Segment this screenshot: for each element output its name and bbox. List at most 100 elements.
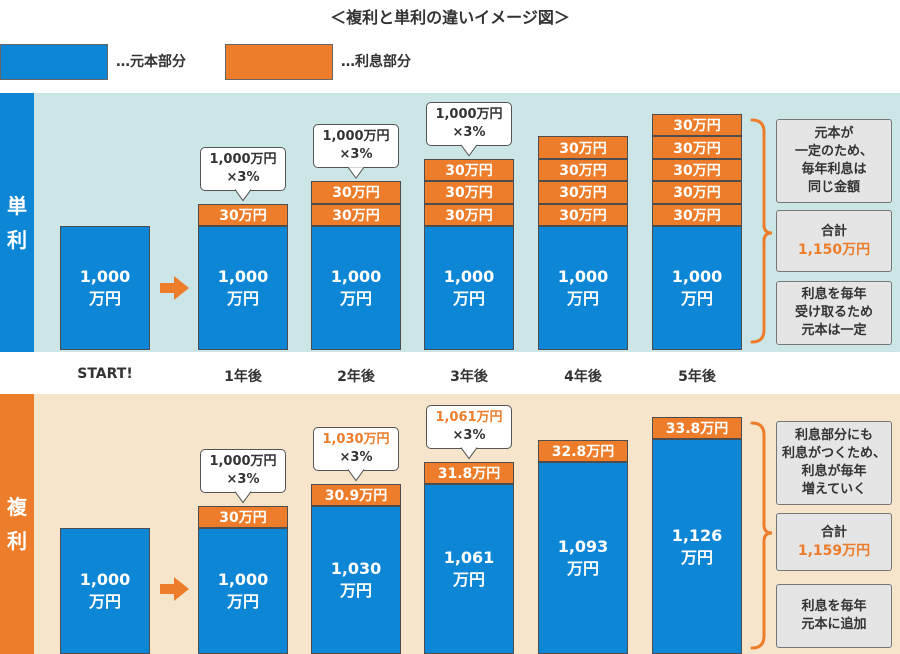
interest-block-label: 33.8万円 (665, 420, 729, 437)
interest-block-label: 30万円 (332, 185, 380, 202)
note-line: 合計 (820, 224, 847, 239)
note-line: 利息を毎年 (801, 599, 867, 614)
interest-block-label: 30万円 (559, 207, 607, 224)
compound-principal-bar: 1,030 万円 (311, 506, 401, 654)
legend-interest-label: …利息部分 (341, 54, 411, 70)
compound-interest-block: 30.9万円 (311, 483, 401, 506)
simple-interest-block: 30万円 (652, 203, 742, 226)
interest-block-label: 31.8万円 (437, 465, 501, 482)
note-line: 元本は一定 (801, 323, 867, 338)
principal-bar-label: 万円 (88, 289, 121, 308)
principal-bar-label: 1,000 (671, 267, 723, 286)
compound-label-char: 利 (7, 529, 27, 553)
interest-block-label: 30万円 (445, 207, 493, 224)
callout-line: 1,000万円 (209, 453, 277, 469)
callout-line: 1,061万円 (435, 409, 503, 425)
interest-block-label: 32.8万円 (551, 443, 615, 460)
note-line: 受け取るため (794, 305, 873, 320)
simple-principal-bar: 1,000 万円 (652, 226, 742, 350)
simple-interest-block: 30万円 (424, 158, 514, 182)
compound-explanation-note: 利息を毎年元本に追加 (776, 584, 892, 648)
simple-interest-block: 30万円 (652, 114, 742, 137)
principal-bar-label: 1,126 (671, 525, 723, 545)
simple-interest-block: 30万円 (538, 158, 628, 182)
simple-interest-block: 30万円 (652, 181, 742, 204)
interest-block-label: 30万円 (559, 185, 607, 202)
compound-explanation-note: 利息部分にも利息がつくため、利息が毎年増えていく (776, 421, 892, 505)
interest-block-label: 30万円 (445, 162, 493, 179)
compound-label-char: 複 (7, 495, 27, 519)
simple-interest-block: 30万円 (538, 136, 628, 159)
compound-formula-callout: 1,030万円×3% (313, 426, 399, 471)
legend-principal-swatch (0, 44, 108, 80)
callout-line: ×3% (452, 427, 486, 443)
callout-line: 1,000万円 (209, 151, 277, 167)
principal-bar-label: 万円 (226, 289, 259, 308)
principal-bar-label: 1,061 (443, 548, 495, 567)
simple-interest-block: 30万円 (198, 203, 288, 226)
note-line: 元本に追加 (801, 617, 867, 632)
compound-interest-side-label: 複 利 (0, 394, 34, 654)
principal-bar-label: 万円 (88, 592, 121, 611)
principal-bar-label: 万円 (226, 592, 259, 611)
compound-interest-block: 32.8万円 (538, 439, 628, 462)
simple-interest-block: 30万円 (538, 203, 628, 226)
compound-interest-block: 30万円 (198, 505, 288, 528)
simple-formula-callout: 1,000万円 ×3% (313, 124, 399, 169)
note-line: 利息が毎年 (801, 464, 867, 479)
compound-principal-bar: 1,061 万円 (424, 484, 514, 654)
simple-explanation-note: 元本が一定のため、毎年利息は同じ金額 (776, 119, 892, 203)
legend-principal-label: …元本部分 (116, 54, 186, 70)
note-line: 一定のため、 (794, 144, 873, 159)
year-label: 3年後 (450, 369, 488, 385)
callout-line: 1,000万円 (322, 129, 390, 145)
interest-block-label: 30万円 (673, 207, 721, 224)
interest-block-label: 30.9万円 (324, 487, 388, 504)
interest-block-label: 30万円 (673, 140, 721, 157)
callout-line: ×3% (339, 147, 373, 163)
year-label: 1年後 (224, 369, 262, 385)
note-line: 利息を毎年 (801, 287, 867, 302)
principal-bar-label: 1,000 (557, 267, 609, 286)
interest-block-label: 30万円 (673, 118, 721, 135)
simple-interest-block: 30万円 (652, 158, 742, 182)
principal-bar-label: 1,000 (79, 570, 131, 589)
interest-block-label: 30万円 (673, 162, 721, 179)
year-label: START! (77, 366, 133, 382)
simple-interest-side-label: 単 利 (0, 93, 34, 352)
principal-bar-label: 1,000 (443, 267, 495, 286)
principal-bar-label: 万円 (566, 559, 599, 578)
callout-line: 1,000万円 (435, 106, 503, 122)
interest-block-label: 30万円 (445, 185, 493, 202)
note-line: 利息がつくため、 (781, 446, 886, 461)
interest-block-label: 30万円 (219, 207, 267, 224)
principal-bar-label: 万円 (339, 581, 372, 600)
simple-interest-block: 30万円 (424, 203, 514, 226)
callout-line: ×3% (452, 124, 486, 140)
compound-formula-callout: 1,000万円 ×3% (200, 448, 286, 493)
interest-block-label: 30万円 (673, 185, 721, 202)
note-total-value: 1,159万円 (797, 543, 871, 559)
principal-bar-label: 万円 (452, 570, 485, 589)
simple-interest-block: 30万円 (311, 181, 401, 204)
interest-block-label: 30万円 (559, 140, 607, 157)
principal-bar-label: 万円 (339, 289, 372, 308)
simple-label-char: 利 (7, 227, 27, 252)
principal-bar-label: 1,030 (330, 559, 382, 578)
simple-interest-block: 30万円 (538, 181, 628, 204)
legend-interest-swatch (225, 44, 333, 80)
callout-line: ×3% (339, 449, 373, 465)
callout-line: ×3% (226, 471, 260, 487)
note-line: 毎年利息は (801, 162, 867, 177)
interest-block-label: 30万円 (219, 509, 267, 526)
interest-block-label: 30万円 (332, 207, 380, 224)
principal-bar-label: 万円 (680, 289, 713, 308)
callout-line: ×3% (226, 169, 260, 185)
simple-formula-callout: 1,000万円 ×3% (426, 101, 512, 146)
diagram-title: ＜複利と単利の違いイメージ図＞ (330, 8, 570, 27)
